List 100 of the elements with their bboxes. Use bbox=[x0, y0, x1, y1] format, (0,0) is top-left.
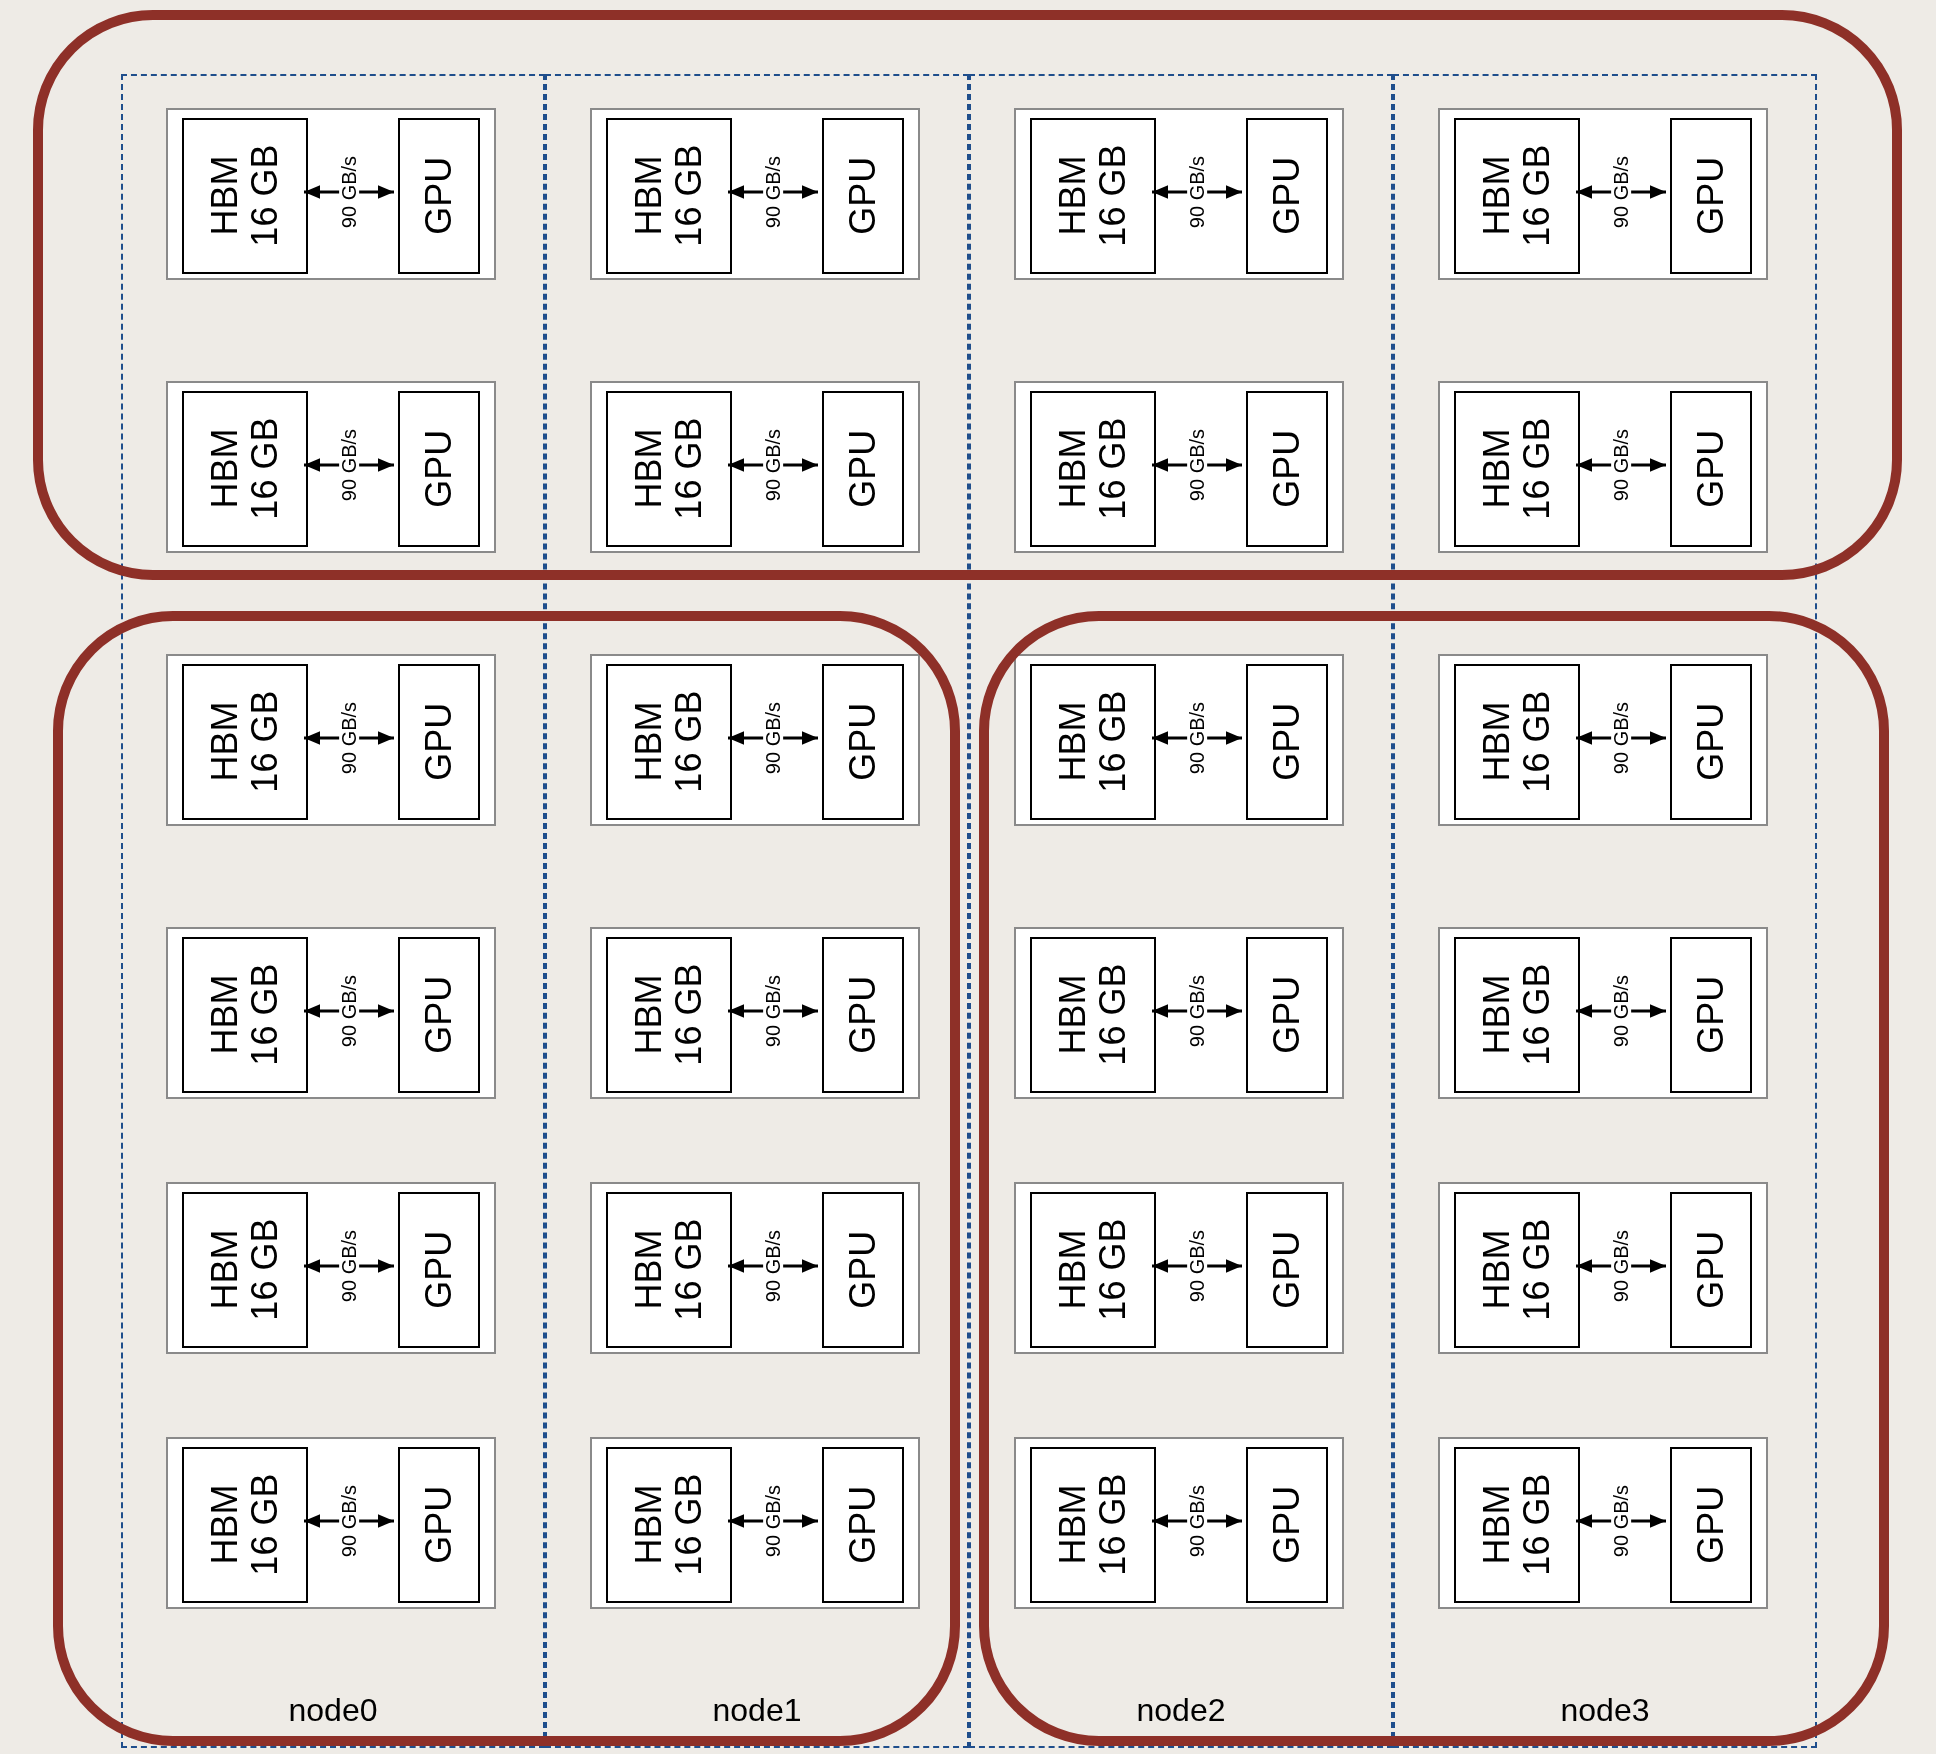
memory-box: HBM 16 GB bbox=[1030, 1447, 1156, 1603]
chip-box bbox=[590, 1437, 920, 1609]
memory-box: HBM 16 GB bbox=[1030, 664, 1156, 820]
chip-box bbox=[590, 927, 920, 1099]
processor-box: GPU bbox=[398, 1192, 480, 1348]
chip-box bbox=[166, 654, 496, 826]
edge-label: 90 GB/s bbox=[1187, 153, 1207, 231]
chip-box bbox=[590, 654, 920, 826]
memory-box: HBM 16 GB bbox=[182, 937, 308, 1093]
chip-box bbox=[1438, 108, 1768, 280]
processor-box: GPU bbox=[822, 664, 904, 820]
memory-box: HBM 16 GB bbox=[1454, 118, 1580, 274]
node-column bbox=[1393, 74, 1817, 1748]
memory-box: HBM 16 GB bbox=[606, 118, 732, 274]
node-column bbox=[121, 74, 545, 1748]
edge-label: 90 GB/s bbox=[1611, 1482, 1631, 1560]
edge-label: 90 GB/s bbox=[339, 1482, 359, 1560]
edge-label: 90 GB/s bbox=[339, 426, 359, 504]
edge-label: 90 GB/s bbox=[339, 153, 359, 231]
edge-label: 90 GB/s bbox=[763, 699, 783, 777]
processor-box: GPU bbox=[1246, 1192, 1328, 1348]
chip-box bbox=[1014, 381, 1344, 553]
chip-box bbox=[1438, 381, 1768, 553]
chip-box bbox=[1014, 927, 1344, 1099]
edge-label: 90 GB/s bbox=[1611, 699, 1631, 777]
edge-label: 90 GB/s bbox=[1187, 1227, 1207, 1305]
memory-box: HBM 16 GB bbox=[1454, 1447, 1580, 1603]
edge-label: 90 GB/s bbox=[1187, 972, 1207, 1050]
processor-box: GPU bbox=[822, 118, 904, 274]
processor-box: GPU bbox=[1670, 664, 1752, 820]
chip-box bbox=[1438, 1182, 1768, 1354]
node-label: node3 bbox=[1560, 1691, 1650, 1730]
memory-box: HBM 16 GB bbox=[182, 391, 308, 547]
memory-box: HBM 16 GB bbox=[606, 1192, 732, 1348]
processor-box: GPU bbox=[398, 391, 480, 547]
chip-box bbox=[1014, 1437, 1344, 1609]
chip-box bbox=[590, 108, 920, 280]
chip-box bbox=[1014, 108, 1344, 280]
edge-label: 90 GB/s bbox=[1611, 426, 1631, 504]
processor-box: GPU bbox=[822, 937, 904, 1093]
node-label: node2 bbox=[1136, 1691, 1226, 1730]
processor-box: GPU bbox=[1246, 1447, 1328, 1603]
edge-label: 90 GB/s bbox=[763, 1482, 783, 1560]
processor-box: GPU bbox=[1670, 118, 1752, 274]
edge-label: 90 GB/s bbox=[763, 153, 783, 231]
processor-box: GPU bbox=[822, 1447, 904, 1603]
edge-label: 90 GB/s bbox=[1187, 426, 1207, 504]
edge-label: 90 GB/s bbox=[339, 699, 359, 777]
memory-box: HBM 16 GB bbox=[606, 1447, 732, 1603]
node-column bbox=[545, 74, 969, 1748]
memory-box: HBM 16 GB bbox=[1454, 391, 1580, 547]
memory-box: HBM 16 GB bbox=[1030, 1192, 1156, 1348]
chip-box bbox=[1438, 927, 1768, 1099]
processor-box: GPU bbox=[1670, 391, 1752, 547]
memory-box: HBM 16 GB bbox=[182, 118, 308, 274]
memory-box: HBM 16 GB bbox=[1030, 937, 1156, 1093]
memory-box: HBM 16 GB bbox=[182, 1192, 308, 1348]
edge-label: 90 GB/s bbox=[339, 972, 359, 1050]
memory-box: HBM 16 GB bbox=[606, 664, 732, 820]
node-label: node1 bbox=[712, 1691, 802, 1730]
edge-label: 90 GB/s bbox=[763, 972, 783, 1050]
edge-label: 90 GB/s bbox=[1611, 972, 1631, 1050]
chip-box bbox=[166, 108, 496, 280]
edge-label: 90 GB/s bbox=[1611, 153, 1631, 231]
processor-box: GPU bbox=[822, 391, 904, 547]
processor-box: GPU bbox=[1246, 937, 1328, 1093]
edge-label: 90 GB/s bbox=[763, 426, 783, 504]
chip-box bbox=[1438, 1437, 1768, 1609]
processor-box: GPU bbox=[1670, 937, 1752, 1093]
memory-box: HBM 16 GB bbox=[606, 391, 732, 547]
memory-box: HBM 16 GB bbox=[1454, 937, 1580, 1093]
node-label: node0 bbox=[288, 1691, 378, 1730]
edge-label: 90 GB/s bbox=[1187, 1482, 1207, 1560]
chip-box bbox=[1438, 654, 1768, 826]
chip-box bbox=[1014, 1182, 1344, 1354]
memory-box: HBM 16 GB bbox=[182, 664, 308, 820]
processor-box: GPU bbox=[1246, 664, 1328, 820]
node-column bbox=[969, 74, 1393, 1748]
processor-box: GPU bbox=[1670, 1447, 1752, 1603]
chip-box bbox=[590, 381, 920, 553]
processor-box: GPU bbox=[398, 118, 480, 274]
chip-box bbox=[1014, 654, 1344, 826]
edge-label: 90 GB/s bbox=[1611, 1227, 1631, 1305]
memory-box: HBM 16 GB bbox=[1030, 391, 1156, 547]
memory-box: HBM 16 GB bbox=[606, 937, 732, 1093]
processor-box: GPU bbox=[398, 1447, 480, 1603]
memory-box: HBM 16 GB bbox=[1030, 118, 1156, 274]
edge-label: 90 GB/s bbox=[339, 1227, 359, 1305]
chip-box bbox=[166, 927, 496, 1099]
memory-box: HBM 16 GB bbox=[1454, 664, 1580, 820]
processor-box: GPU bbox=[1670, 1192, 1752, 1348]
processor-box: GPU bbox=[398, 937, 480, 1093]
chip-box bbox=[166, 1437, 496, 1609]
chip-box bbox=[166, 381, 496, 553]
edge-label: 90 GB/s bbox=[1187, 699, 1207, 777]
processor-box: GPU bbox=[822, 1192, 904, 1348]
memory-box: HBM 16 GB bbox=[182, 1447, 308, 1603]
processor-box: GPU bbox=[1246, 391, 1328, 547]
processor-box: GPU bbox=[1246, 118, 1328, 274]
edge-label: 90 GB/s bbox=[763, 1227, 783, 1305]
